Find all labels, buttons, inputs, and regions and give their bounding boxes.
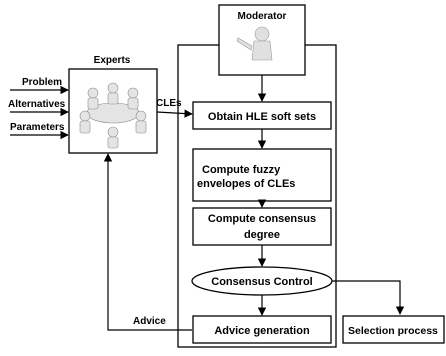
cles-label: CLEs (156, 98, 182, 109)
presenter-figure-icon (236, 26, 273, 61)
advice-generation-label: Advice generation (214, 325, 310, 337)
moderator-label: Moderator (238, 11, 287, 22)
fuzzy-line1: Compute fuzzy (202, 164, 281, 176)
problem-label: Problem (22, 77, 62, 88)
selection-process-label: Selection process (348, 325, 438, 337)
advice-feedback-arrow (103, 153, 192, 331)
consensus-control-node: Consensus Control (191, 266, 333, 296)
obtain-hle-step: Obtain HLE soft sets (192, 101, 332, 130)
consensus-degree-step: Compute consensus degree (192, 207, 332, 246)
parameters-label: Parameters (10, 122, 65, 133)
advice-generation-step: Advice generation (192, 315, 332, 344)
selection-process-box: Selection process (342, 315, 445, 344)
consensus-control-label: Consensus Control (211, 276, 312, 288)
experts-label: Experts (94, 55, 131, 66)
moderator-box: Moderator (218, 4, 306, 76)
fuzzy-line2: envelopes of CLEs (197, 178, 295, 190)
arrow-control-to-selection (332, 280, 405, 315)
consensus-degree-line2: degree (244, 229, 280, 241)
obtain-hle-label: Obtain HLE soft sets (208, 111, 316, 123)
cles-arrow (156, 109, 193, 118)
consensus-degree-line1: Compute consensus (208, 213, 316, 225)
meeting-people-icon (79, 82, 147, 149)
experts-box (68, 68, 158, 154)
advice-label: Advice (133, 316, 166, 327)
alternatives-label: Alternatives (8, 99, 66, 110)
fuzzy-envelopes-step: Compute fuzzy envelopes of CLEs (192, 148, 332, 202)
